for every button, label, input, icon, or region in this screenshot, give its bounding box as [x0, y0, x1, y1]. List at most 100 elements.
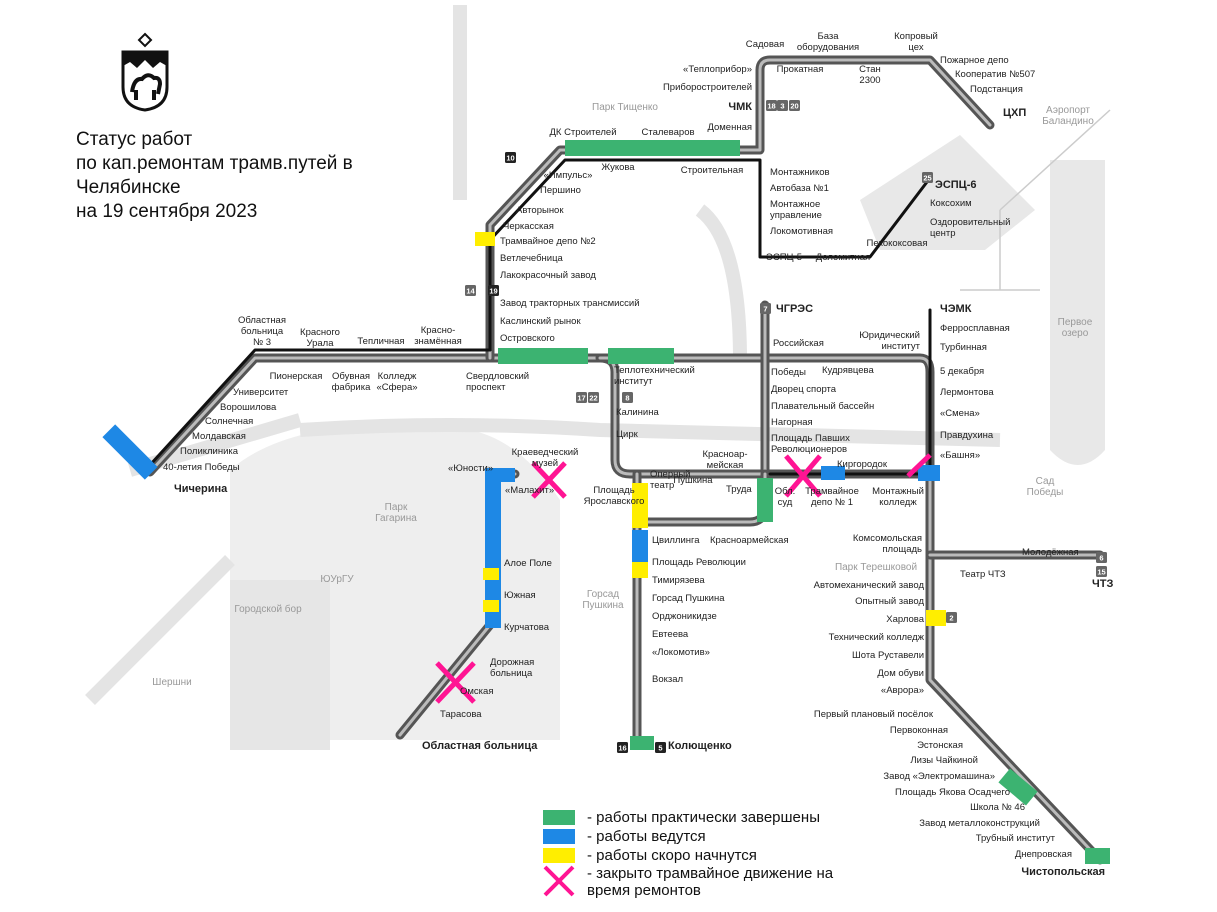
cross-icon: [543, 865, 575, 897]
station-label: Строительная: [681, 165, 743, 176]
station-label: Сталеваров: [641, 127, 694, 138]
lake-area: [1050, 160, 1105, 465]
status-soon: [926, 610, 946, 626]
station-label: Автобаза №1: [770, 183, 829, 194]
station-label: ЧЭМК: [940, 303, 972, 315]
station-label: Орджоникидзе: [652, 611, 717, 622]
station-label: ДК Строителей: [549, 127, 616, 138]
station-label: Площадь Революции: [652, 557, 746, 568]
station-label: Колледж«Сфера»: [376, 371, 417, 393]
svg-text:17: 17: [577, 394, 585, 403]
place-label: Парк Терешковой: [835, 562, 917, 573]
station-label: Победы: [771, 367, 806, 378]
station-label: Трубный институт: [976, 833, 1056, 844]
svg-text:19: 19: [489, 287, 497, 296]
station-label: Локомотивная: [770, 226, 833, 237]
station-label: Областная больница: [422, 740, 538, 752]
station-label: Школа № 46: [970, 802, 1025, 813]
closed-cross-icon: [435, 661, 476, 704]
station-label: Завод «Электромашина»: [883, 771, 995, 782]
station-label: Колющенко: [668, 740, 732, 752]
station-label: «Теплоприбор»: [683, 64, 752, 75]
station-label: Труда: [726, 484, 752, 495]
station-label: Пожарное депо: [940, 55, 1009, 66]
station-label: Ветлечебница: [500, 253, 564, 264]
station-label: Лермонтова: [940, 387, 994, 398]
station-label: Днепровская: [1015, 849, 1072, 860]
legend-label: - работы практически завершены: [587, 809, 820, 826]
station-label: «Локомотив»: [652, 647, 710, 658]
legend-swatch: [543, 848, 575, 863]
station-label: ЧТЗ: [1092, 578, 1113, 590]
station-label: Алое Поле: [504, 558, 552, 569]
station-label: «Аврора»: [881, 685, 924, 696]
status-soon: [483, 600, 499, 612]
title-line: Статус работ: [76, 129, 193, 150]
route-badge: 19: [488, 285, 499, 296]
station-label: Опытный завод: [855, 596, 924, 607]
station-label: Первоконная: [890, 725, 948, 736]
status-soon: [632, 483, 648, 528]
station-label: Обл.суд: [775, 486, 796, 508]
station-label: Киргородок: [837, 459, 888, 470]
station-label: Харлова: [886, 614, 924, 625]
route-badge: 5: [655, 742, 666, 753]
station-label: Тарасова: [440, 709, 482, 720]
closed-slash-icon: [906, 453, 932, 478]
status-in-progress: [632, 530, 648, 563]
station-label: ЧГРЭС: [776, 303, 813, 315]
station-label: Площадь Якова Осадчего: [895, 787, 1010, 798]
route-badge: 22: [588, 392, 599, 403]
station-label: Технический колледж: [829, 632, 925, 643]
station-label: 5 декабря: [940, 366, 984, 377]
map-title: Статус работ по кап.ремонтам трамв.путей…: [76, 128, 353, 224]
legend-swatch: [543, 810, 575, 825]
station-label: Каслинский рынок: [500, 316, 581, 327]
tram-track-black: [148, 348, 492, 467]
svg-text:3: 3: [780, 102, 784, 111]
station-label: Российская: [773, 338, 824, 349]
station-label: Вокзал: [652, 674, 683, 685]
station-label: Цирк: [616, 429, 639, 440]
station-label: Университет: [233, 387, 289, 398]
station-label: Лизы Чайкиной: [910, 755, 978, 766]
station-label: Монтажников: [770, 167, 830, 178]
title-line: на 19 сентября 2023: [76, 201, 258, 222]
station-label: Дворец спорта: [771, 384, 837, 395]
station-label: Ферросплавная: [940, 323, 1010, 334]
station-label: Красноармейская: [710, 535, 789, 546]
svg-text:2: 2: [949, 614, 953, 623]
station-label: Театр ЧТЗ: [960, 569, 1006, 580]
route-badge: 3: [777, 100, 788, 111]
status-done: [608, 348, 674, 364]
station-label: Тимирязева: [652, 575, 705, 586]
status-done: [1085, 848, 1110, 864]
station-label: ЦХП: [1003, 107, 1026, 119]
route-badge: 20: [789, 100, 800, 111]
route-badge: 16: [617, 742, 628, 753]
svg-text:15: 15: [1097, 568, 1105, 577]
station-label: Тепличная: [357, 336, 404, 347]
station-label: Доломитная: [816, 252, 870, 263]
station-label: Плавательный бассейн: [771, 401, 874, 412]
station-label: Коксохим: [930, 198, 972, 209]
station-label: Островского: [500, 333, 555, 344]
status-soon: [632, 562, 648, 578]
station-label: Завод тракторных трансмиссий: [500, 298, 640, 309]
svg-text:16: 16: [618, 744, 626, 753]
gorodskoy-bor-area: [230, 580, 330, 750]
station-label: Южная: [504, 590, 536, 601]
station-label: «Башня»: [940, 450, 980, 461]
station-label: Першино: [540, 185, 581, 196]
